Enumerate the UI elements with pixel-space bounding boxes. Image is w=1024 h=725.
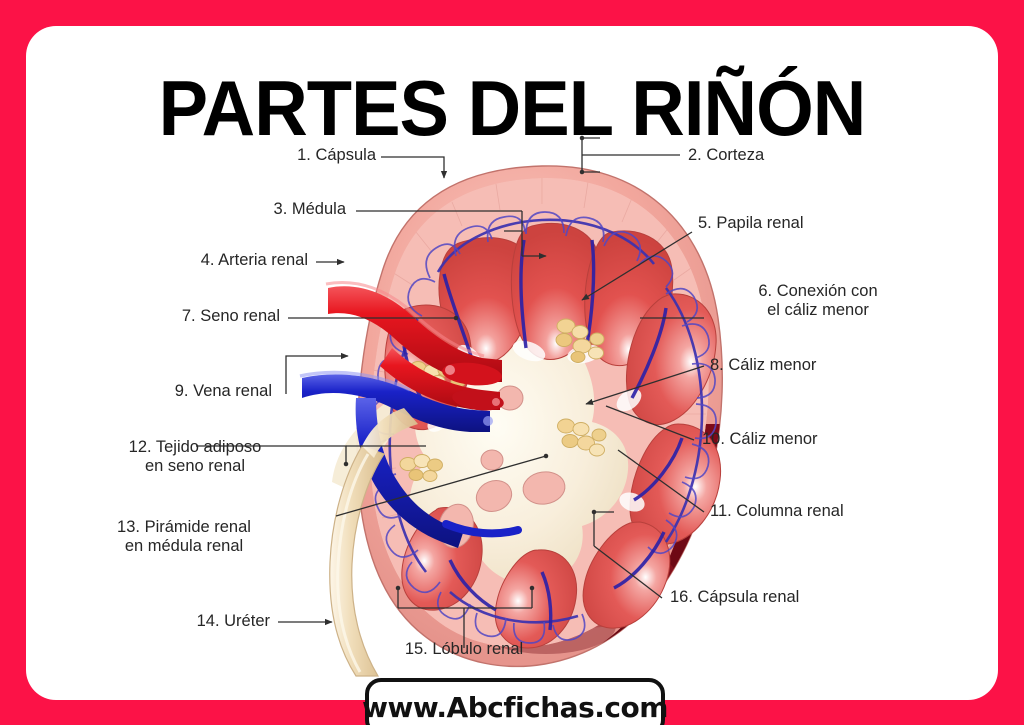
page-title: PARTES DEL RIÑÓN [158,64,867,152]
label-16-capsula-renal[interactable]: 16. Cápsula renal [670,588,800,606]
label-9-vena-renal[interactable]: 9. Vena renal [174,382,272,400]
label-1-capsula[interactable]: 1. Cápsula [297,146,376,164]
label-14-ureter[interactable]: 14. Uréter [196,612,270,630]
label-7-seno-renal[interactable]: 7. Seno renal [181,307,280,325]
white-card: PARTES DEL RIÑÓN [26,26,998,700]
website-url: www.Abcfichas.com [362,690,668,724]
website-badge[interactable]: www.Abcfichas.com [362,678,668,725]
label-2-corteza[interactable]: 2. Corteza [688,146,765,164]
label-8-caliz-menor[interactable]: 8. Cáliz menor [710,356,817,374]
label-11-columna-renal[interactable]: 11. Columna renal [710,502,844,520]
label-3-medula[interactable]: 3. Médula [273,200,346,218]
label-13-piramide-renal[interactable]: 13. Pirámide renal en médula renal [117,518,251,555]
label-15-lobulo-renal[interactable]: 15. Lóbulo renal [404,640,524,658]
label-12-tejido-adiposo[interactable]: 12. Tejido adiposo en seno renal [128,438,262,475]
label-5-papila-renal[interactable]: 5. Papila renal [698,214,804,232]
label-6-conexion-caliz-menor[interactable]: 6. Conexión con el cáliz menor [758,282,878,319]
label-4-arteria-renal[interactable]: 4. Arteria renal [200,251,308,269]
label-10-caliz-menor[interactable]: 10. Cáliz menor [702,430,818,448]
